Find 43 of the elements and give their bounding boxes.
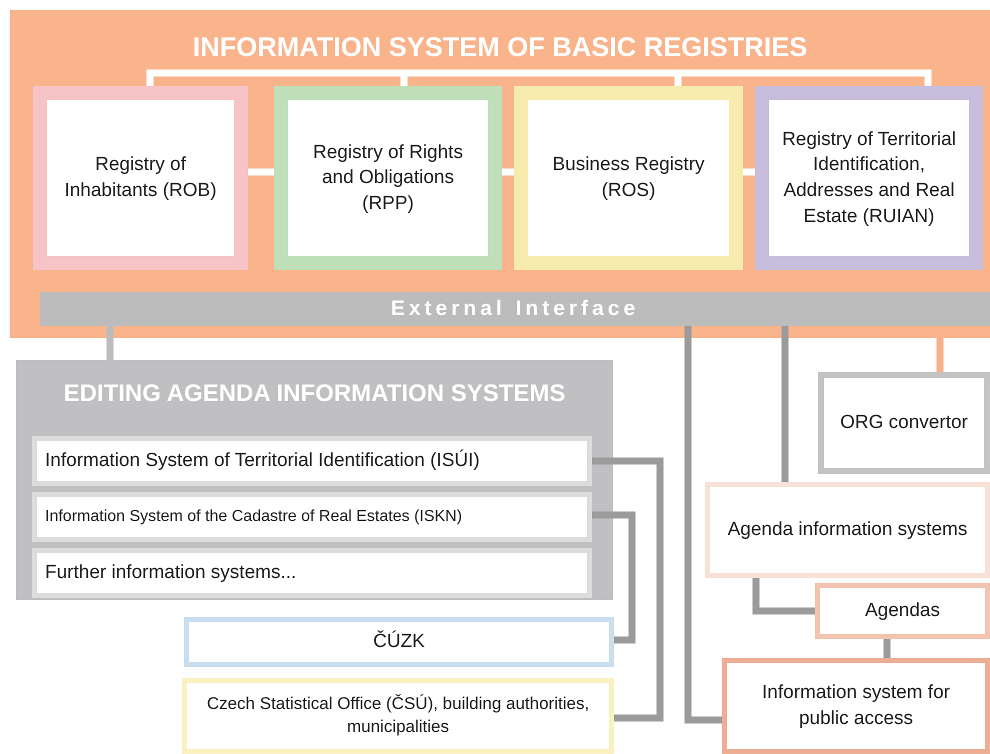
system-box <box>32 492 592 542</box>
connector-line <box>884 639 890 658</box>
system-box <box>32 436 592 486</box>
node-label: External Interface <box>390 296 640 322</box>
registries-panel <box>10 10 990 338</box>
connector-line <box>248 168 274 176</box>
system-box <box>722 658 990 754</box>
connector-line <box>782 326 788 482</box>
convertor-box <box>818 372 990 474</box>
office-box <box>182 678 614 754</box>
node-label: ČÚZK <box>372 629 426 654</box>
connector-line <box>752 578 815 614</box>
agendas-box <box>815 583 990 639</box>
registry-box <box>33 86 248 270</box>
registry-box <box>514 86 743 270</box>
node-label: ORG convertor <box>839 411 969 436</box>
node-label: Business Registry (ROS) <box>551 153 706 203</box>
editing-systems-panel <box>16 360 613 600</box>
connector-line <box>106 326 114 360</box>
node-label: Registry of Rights and Obligations (RPP) <box>312 140 464 216</box>
interface-bar <box>40 292 990 326</box>
node-label: Information system for public access <box>761 681 951 731</box>
node-label: Further information systems... <box>44 561 298 586</box>
connector-line <box>592 458 664 722</box>
connector-line <box>502 168 514 176</box>
node-label: Agendas <box>864 599 941 624</box>
node-label: Information System of Territorial Identification (ISÚI) <box>44 448 481 474</box>
connector-line <box>743 168 755 176</box>
node-label: Czech Statistical Office (ČSÚ), building authorities, municipalities <box>206 693 590 738</box>
node-label: Registry of Inhabitants (ROB) <box>63 153 218 203</box>
node-label: Registry of Territorial Identification, Addresses and Real Estate (RUIAN) <box>781 128 957 229</box>
connector-line <box>684 326 722 724</box>
system-box <box>705 482 990 578</box>
registry-box <box>274 86 502 270</box>
panel-title: INFORMATION SYSTEM OF BASIC REGISTRIES <box>192 32 808 63</box>
connector-line <box>936 338 944 372</box>
system-box <box>32 548 592 598</box>
office-box <box>184 617 614 667</box>
registry-box <box>755 86 983 270</box>
node-label: Agenda information systems <box>726 518 968 542</box>
panel-title: EDITING AGENDA INFORMATION SYSTEMS <box>62 380 566 408</box>
node-label: Information System of the Cadastre of Real Estates (ISKN) <box>44 507 464 528</box>
connector-line <box>592 512 636 644</box>
